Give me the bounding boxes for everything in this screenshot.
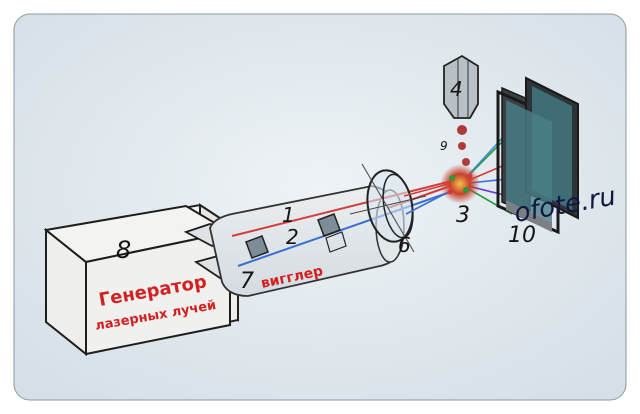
sample-burst — [440, 164, 480, 204]
label-2: 2 — [286, 225, 299, 249]
label-1: 1 — [282, 203, 295, 227]
detector-10 — [496, 76, 579, 235]
label-8: 8 — [116, 236, 131, 264]
mirror-7 — [245, 235, 269, 259]
label-3: 3 — [456, 203, 470, 228]
label-6: 6 — [398, 233, 411, 257]
label-7: 7 — [240, 269, 254, 294]
label-10: 10 — [508, 223, 536, 248]
red-beam — [231, 179, 457, 237]
blue-beam — [237, 189, 457, 267]
injector-4 — [443, 54, 479, 119]
lens-6 — [349, 163, 427, 253]
particles-9 — [457, 125, 470, 166]
label-9: 9 — [440, 139, 448, 153]
mirror-2 — [317, 213, 347, 253]
generator-front — [43, 204, 233, 357]
label-4: 4 — [450, 77, 463, 101]
